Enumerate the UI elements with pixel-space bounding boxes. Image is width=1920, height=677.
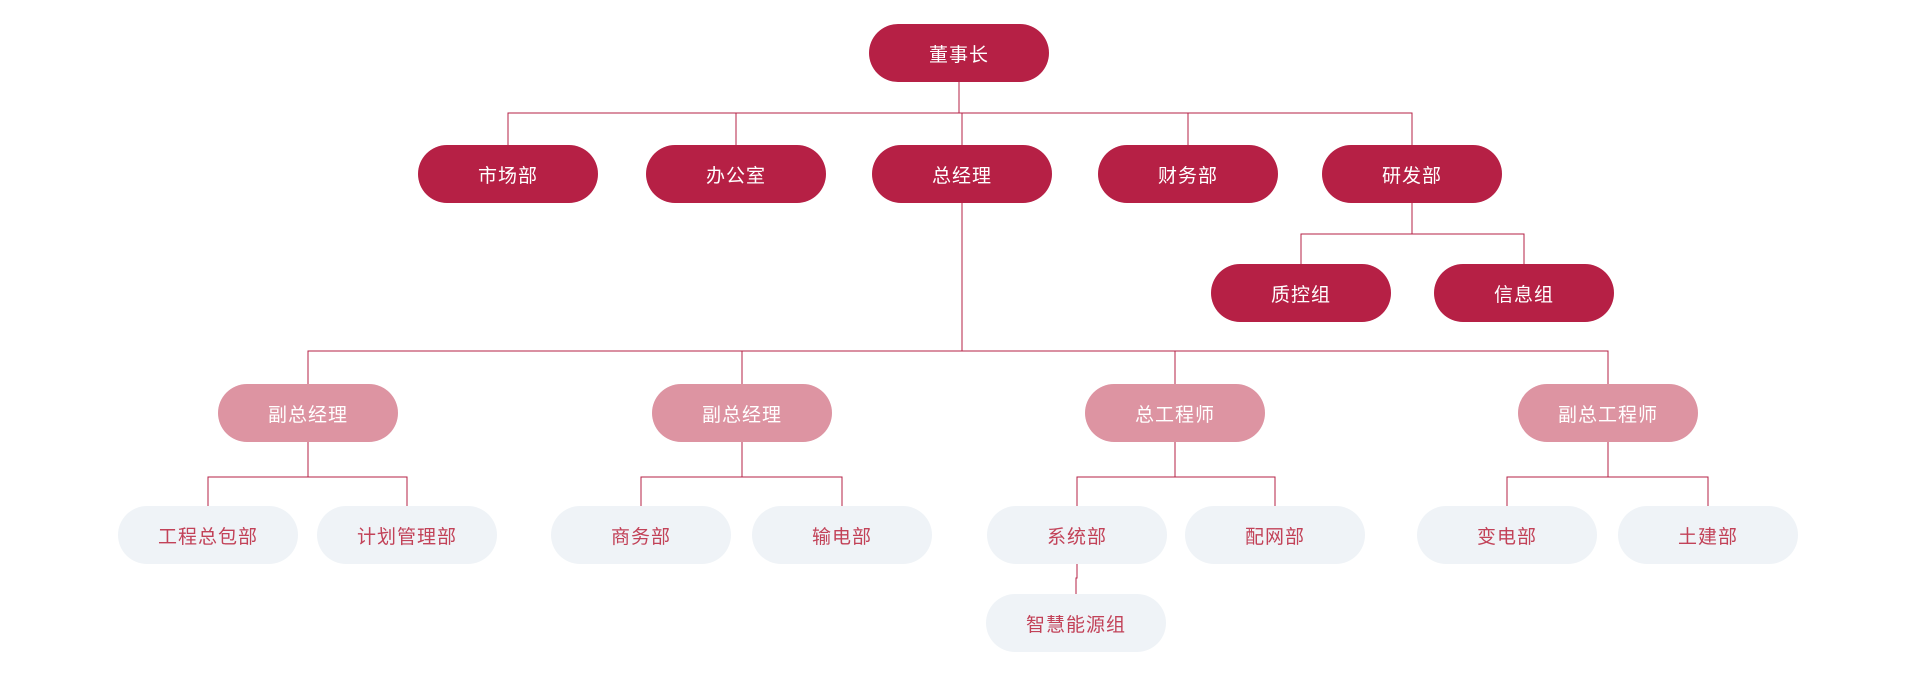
org-node-label: 办公室 [705,165,766,187]
org-node-label: 质控组 [1270,284,1331,306]
connector-line [1607,442,1709,506]
connector-line [741,203,963,384]
connector-line [958,82,963,145]
connector-line [741,442,843,506]
connector-line [735,82,960,145]
org-node-label: 总工程师 [1134,404,1215,426]
connector-line [307,442,408,506]
connector-line [307,203,963,384]
org-node-label: 工程总包部 [157,526,258,548]
org-node-label: 市场部 [477,165,538,187]
org-node-deputy-gm-1[interactable]: 副总经理 [218,384,398,442]
org-node-rnd-dept[interactable]: 研发部 [1322,145,1502,203]
org-node-transmission-dept[interactable]: 输电部 [752,506,932,564]
org-node-office[interactable]: 办公室 [646,145,826,203]
org-node-substation-dept[interactable]: 变电部 [1417,506,1597,564]
org-node-system-dept[interactable]: 系统部 [987,506,1167,564]
connector-line [207,442,309,506]
org-node-label: 董事长 [928,44,989,66]
org-node-label: 副总经理 [267,404,348,426]
org-node-label: 土建部 [1677,526,1738,548]
org-node-label: 研发部 [1381,165,1442,187]
org-node-label: 总经理 [931,165,992,187]
org-node-information-group[interactable]: 信息组 [1434,264,1614,322]
connector-line [1076,442,1176,506]
org-node-label: 系统部 [1046,526,1107,548]
connector-line [958,82,1413,145]
org-node-label: 副总经理 [701,404,782,426]
org-node-distribution-dept[interactable]: 配网部 [1185,506,1365,564]
org-node-smart-energy-group[interactable]: 智慧能源组 [986,594,1166,652]
org-node-label: 智慧能源组 [1025,614,1126,636]
connector-line [1506,442,1609,506]
org-node-label: 商务部 [610,526,671,548]
org-node-label: 配网部 [1244,526,1305,548]
org-node-label: 计划管理部 [356,526,457,548]
org-node-deputy-gm-2[interactable]: 副总经理 [652,384,832,442]
org-node-general-manager[interactable]: 总经理 [872,145,1052,203]
org-node-label: 信息组 [1493,284,1554,306]
connector-line [961,203,1176,384]
org-node-chairman[interactable]: 董事长 [869,24,1049,82]
org-node-label: 变电部 [1476,526,1537,548]
connector-line [1411,203,1525,264]
org-node-epc-dept[interactable]: 工程总包部 [118,506,298,564]
org-node-label: 输电部 [811,526,872,548]
connector-line [640,442,743,506]
org-node-chief-engineer[interactable]: 总工程师 [1085,384,1265,442]
connector-line [1075,564,1078,594]
org-node-label: 财务部 [1157,165,1218,187]
org-node-finance-dept[interactable]: 财务部 [1098,145,1278,203]
org-node-quality-control-group[interactable]: 质控组 [1211,264,1391,322]
org-node-marketing-dept[interactable]: 市场部 [418,145,598,203]
org-node-planning-dept[interactable]: 计划管理部 [317,506,497,564]
org-node-commerce-dept[interactable]: 商务部 [551,506,731,564]
connector-line [958,82,1189,145]
connector-line [507,82,960,145]
connector-line [1300,203,1413,264]
connector-line [1174,442,1276,506]
org-node-civil-dept[interactable]: 土建部 [1618,506,1798,564]
org-node-label: 副总工程师 [1557,404,1658,426]
org-node-deputy-chief-engineer[interactable]: 副总工程师 [1518,384,1698,442]
